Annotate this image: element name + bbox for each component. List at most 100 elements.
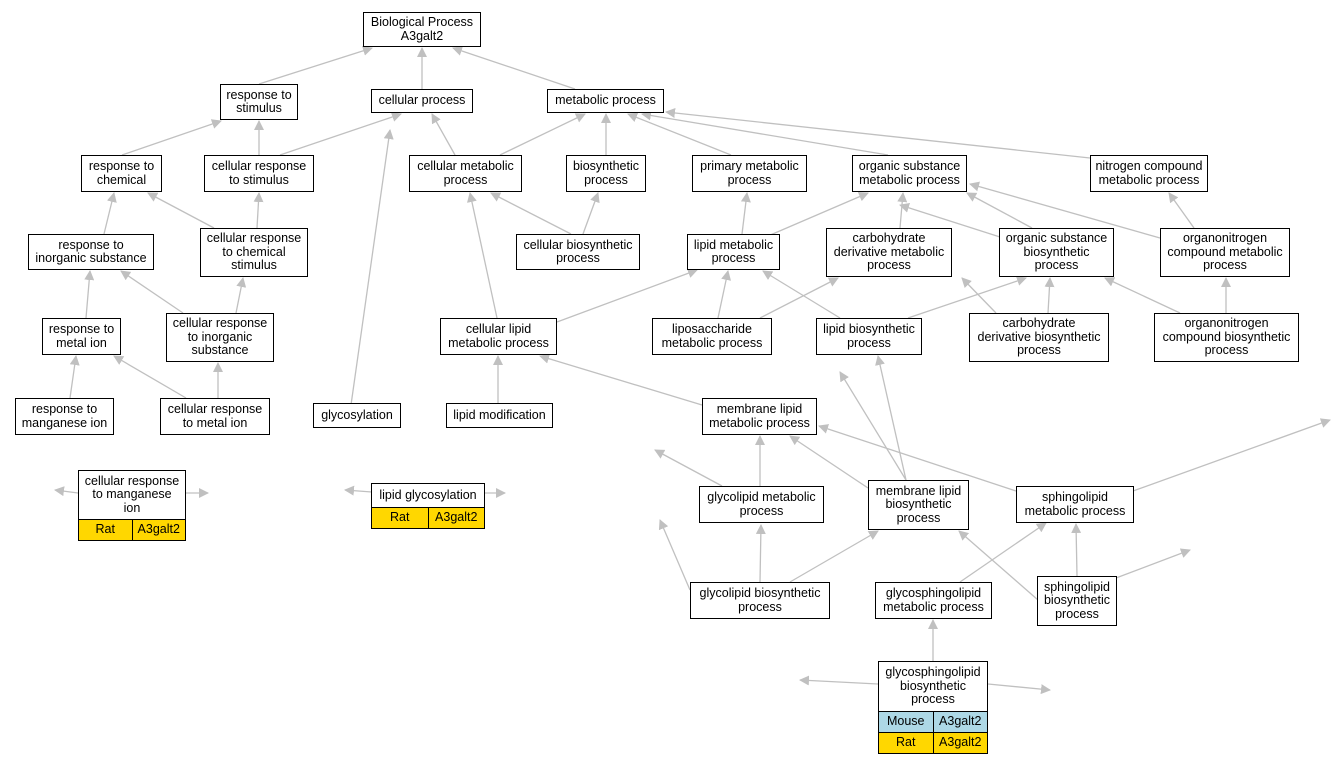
go-term-node-mp[interactable]: metabolic process [547,89,664,113]
graph-edge [987,683,1051,695]
annotation-species: Rat [390,510,410,525]
annotation-species: Mouse [886,714,925,729]
graph-edge [499,113,586,156]
graph-edge [789,530,879,583]
go-term-node-osbp[interactable]: organic substance biosynthetic process [999,228,1114,277]
graph-edge [121,119,222,156]
graph-edge [1044,277,1055,314]
go-term-node-mlbp[interactable]: membrane lipid biosynthetic process [868,480,969,530]
go-term-node-mlmp[interactable]: membrane lipid metabolic process [702,398,817,435]
go-term-node-rch[interactable]: response to chemical [81,155,162,192]
graph-edge [907,276,1027,319]
go-term-node-lmp[interactable]: lipid metabolic process [687,234,780,270]
graph-edge [349,129,394,413]
go-term-node-clmp[interactable]: cellular lipid metabolic process [440,318,557,355]
graph-edge [467,192,498,319]
go-term-node-crmi[interactable]: cellular response to metal ion [160,398,270,435]
graph-edge [654,449,723,487]
go-term-node-lbp[interactable]: lipid biosynthetic process [816,318,922,355]
go-term-node-cbp[interactable]: cellular biosynthetic process [516,234,640,270]
graph-edge [959,522,1047,583]
graph-edge [1071,523,1082,577]
annotation-species: Rat [896,735,916,750]
graph-edge [755,524,766,583]
graph-edge [490,192,572,235]
graph-edge [665,107,1091,159]
go-term-node-cmp[interactable]: cellular metabolic process [409,155,522,192]
graph-edge [120,270,184,314]
graph-edge [799,675,879,686]
annotation-row-rat: Rat A3galt2 [879,732,987,753]
go-term-node-cris[interactable]: cellular response to inorganic substance [166,313,274,362]
graph-edge [740,192,751,235]
graph-edge [84,270,95,319]
graph-edge [582,192,600,235]
graph-edge [235,277,247,314]
graph-edge [897,192,908,229]
go-term-node-spbp[interactable]: sphingolipid biosynthetic process [1037,576,1117,626]
graph-edge [658,519,691,591]
go-term-node-ocmp[interactable]: organonitrogen compound metabolic proces… [1160,228,1290,277]
go-term-node-bp[interactable]: Biological Process A3galt2 [363,12,481,47]
go-term-node-pmp[interactable]: primary metabolic process [692,155,807,192]
go-term-node-lmod[interactable]: lipid modification [446,403,553,428]
go-term-node-gsmp[interactable]: glycosphingolipid metabolic process [875,582,992,619]
go-term-node-spmp[interactable]: sphingolipid metabolic process [1016,486,1134,523]
graph-edge [556,268,698,323]
go-term-node-bio[interactable]: biosynthetic process [566,155,646,192]
go-term-node-crcs[interactable]: cellular response to chemical stimulus [200,228,308,277]
graph-edge [717,270,732,319]
graph-edge [762,270,841,319]
go-term-node-osmp[interactable]: organic substance metabolic process [852,155,967,192]
go-term-node-lsmp[interactable]: liposaccharide metabolic process [652,318,772,355]
graph-edge [958,530,1039,601]
graph-edge [767,191,869,237]
go-term-node-rmn[interactable]: response to manganese ion [15,398,114,435]
graph-edge [253,192,264,229]
graph-edge [759,277,839,319]
go-term-node-gly[interactable]: glycosylation [313,403,401,428]
go-term-node-cp[interactable]: cellular process [371,89,473,113]
go-term-node-rmi[interactable]: response to metal ion [42,318,121,355]
graph-edge [818,424,1017,492]
graph-edge [113,355,187,399]
graph-edge [1104,277,1181,314]
graph-edge [899,202,1001,238]
annotation-row-mouse: Mouse A3galt2 [879,711,987,732]
go-term-label: glycosphingolipid biosynthetic process [885,665,981,707]
graph-edge [258,45,373,85]
go-term-node-ocbp[interactable]: organonitrogen compound biosynthetic pro… [1154,313,1299,362]
go-term-node-cdbp[interactable]: carbohydrate derivative biosynthetic pro… [969,313,1109,362]
go-term-label: lipid glycosylation [379,487,477,502]
go-term-node-cdmp[interactable]: carbohydrate derivative metabolic proces… [826,228,952,277]
go-term-node-ris[interactable]: response to inorganic substance [28,234,154,270]
go-term-node-crs[interactable]: cellular response to stimulus [204,155,314,192]
graph-edge [641,110,889,156]
graph-edge [969,181,1161,239]
graph-edge [147,192,215,229]
go-term-node-rs[interactable]: response to stimulus [220,84,298,120]
graph-edge [279,112,402,156]
graph-edge [539,353,703,406]
graph-edge [1115,548,1191,579]
graph-edge [103,192,117,235]
go-term-node-glmp[interactable]: glycolipid metabolic process [699,486,824,523]
graph-edge [627,112,732,156]
annotation-gene: A3galt2 [932,733,988,753]
go-term-node-ncmp[interactable]: nitrogen compound metabolic process [1090,155,1208,192]
graph-edge [966,192,1033,229]
annotation-gene: A3galt2 [932,712,988,732]
graph-edge [839,371,907,481]
go-term-node-glbp[interactable]: glycolipid biosynthetic process [690,582,830,619]
go-term-label: cellular response to manganese ion [84,473,180,515]
annotation-gene: A3galt2 [131,520,186,540]
graph-edge [431,113,456,156]
annotation-species: Rat [95,522,115,537]
annotation-row-rat: Rat A3galt2 [79,519,185,540]
